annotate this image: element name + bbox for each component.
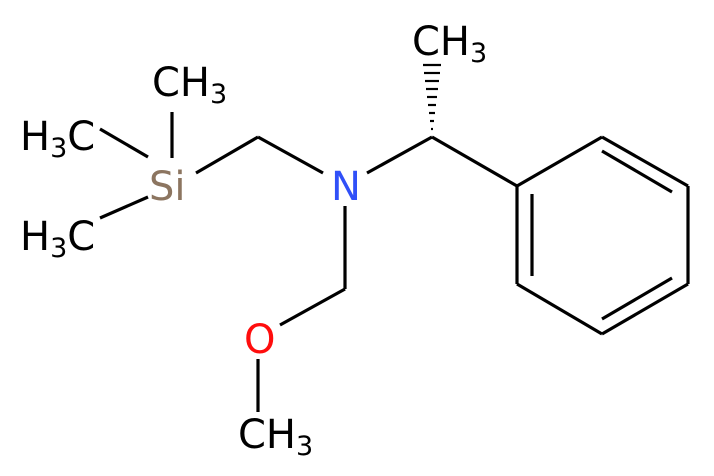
atom-labels: CH3 CH3 H3C H3C Si N O CH3 (20, 19, 487, 462)
bond-si-methyl-upper-left (99, 127, 149, 159)
label-ch3-si-top: CH3 (152, 60, 227, 110)
label-ch3-methoxy: CH3 (238, 412, 313, 462)
label-h3c-si-upper: H3C (20, 114, 95, 164)
bond-stereocenter-phenyl (431, 135, 518, 188)
label-h3c-si-lower: H3C (20, 214, 95, 264)
hashed-wedge-bond (423, 63, 441, 131)
label-nitrogen: N (331, 164, 361, 210)
aromatic-double-bond-bottom (601, 276, 673, 321)
bond-ch2-o (279, 287, 346, 327)
bonds (99, 63, 690, 412)
label-silicon: Si (149, 164, 186, 210)
bond-ch2-n (257, 135, 324, 175)
bond-si-methyl-lower-left (99, 195, 149, 220)
bond-n-stereocenter (366, 135, 433, 175)
label-ch3-stereo: CH3 (412, 19, 487, 69)
label-oxygen: O (244, 317, 275, 363)
bond-si-ch2 (195, 135, 259, 175)
aromatic-double-bond-top (601, 149, 673, 194)
phenyl-ring (515, 135, 690, 336)
